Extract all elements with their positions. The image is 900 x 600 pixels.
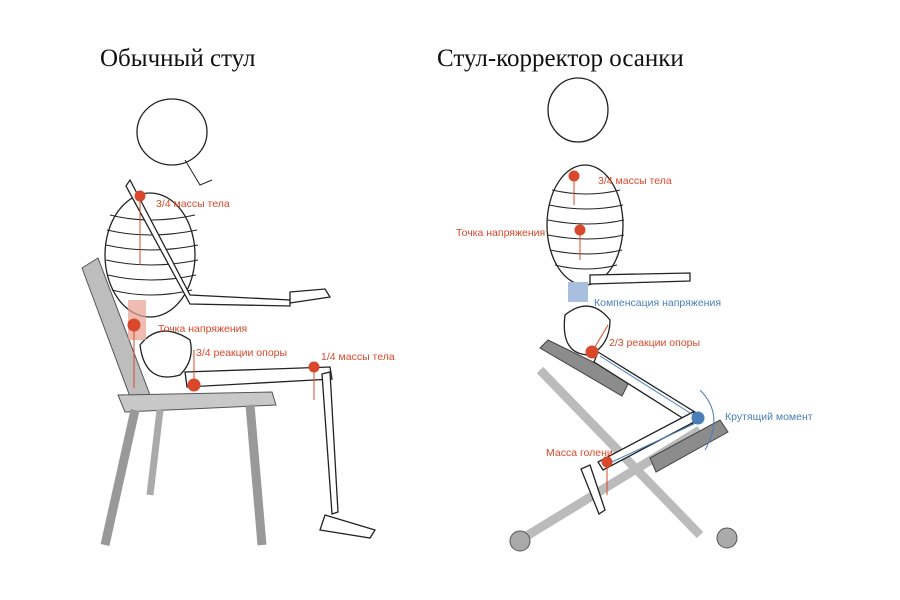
label-left-mass-lower: 1/4 массы тела	[321, 351, 395, 363]
skeleton-ordinary	[104, 98, 377, 539]
label-shin-mass: Масса голени	[546, 447, 613, 459]
title-posture-chair: Стул-корректор осанки	[437, 45, 684, 72]
label-right-stress-point: Точка напряжения	[456, 227, 546, 239]
title-ordinary-chair: Обычный стул	[100, 45, 256, 72]
force-markers-left	[127, 190, 320, 400]
label-left-stress-point: Точка напряжения	[158, 323, 248, 335]
compensation-markers	[599, 355, 715, 463]
force-markers-right	[568, 170, 613, 495]
label-torque: Крутящий момент	[725, 411, 813, 423]
label-right-mass-upper: 3/4 массы тела	[598, 175, 672, 187]
label-compensation: Компенсация напряжения	[594, 297, 722, 309]
label-right-support-reaction: 2/3 реакции опоры	[609, 337, 701, 349]
label-left-mass-upper: 3/4 массы тела	[156, 198, 230, 210]
ordinary-chair	[81, 257, 277, 546]
skeleton-posture	[546, 77, 699, 515]
label-left-support-reaction: 3/4 реакции опоры	[196, 347, 288, 359]
